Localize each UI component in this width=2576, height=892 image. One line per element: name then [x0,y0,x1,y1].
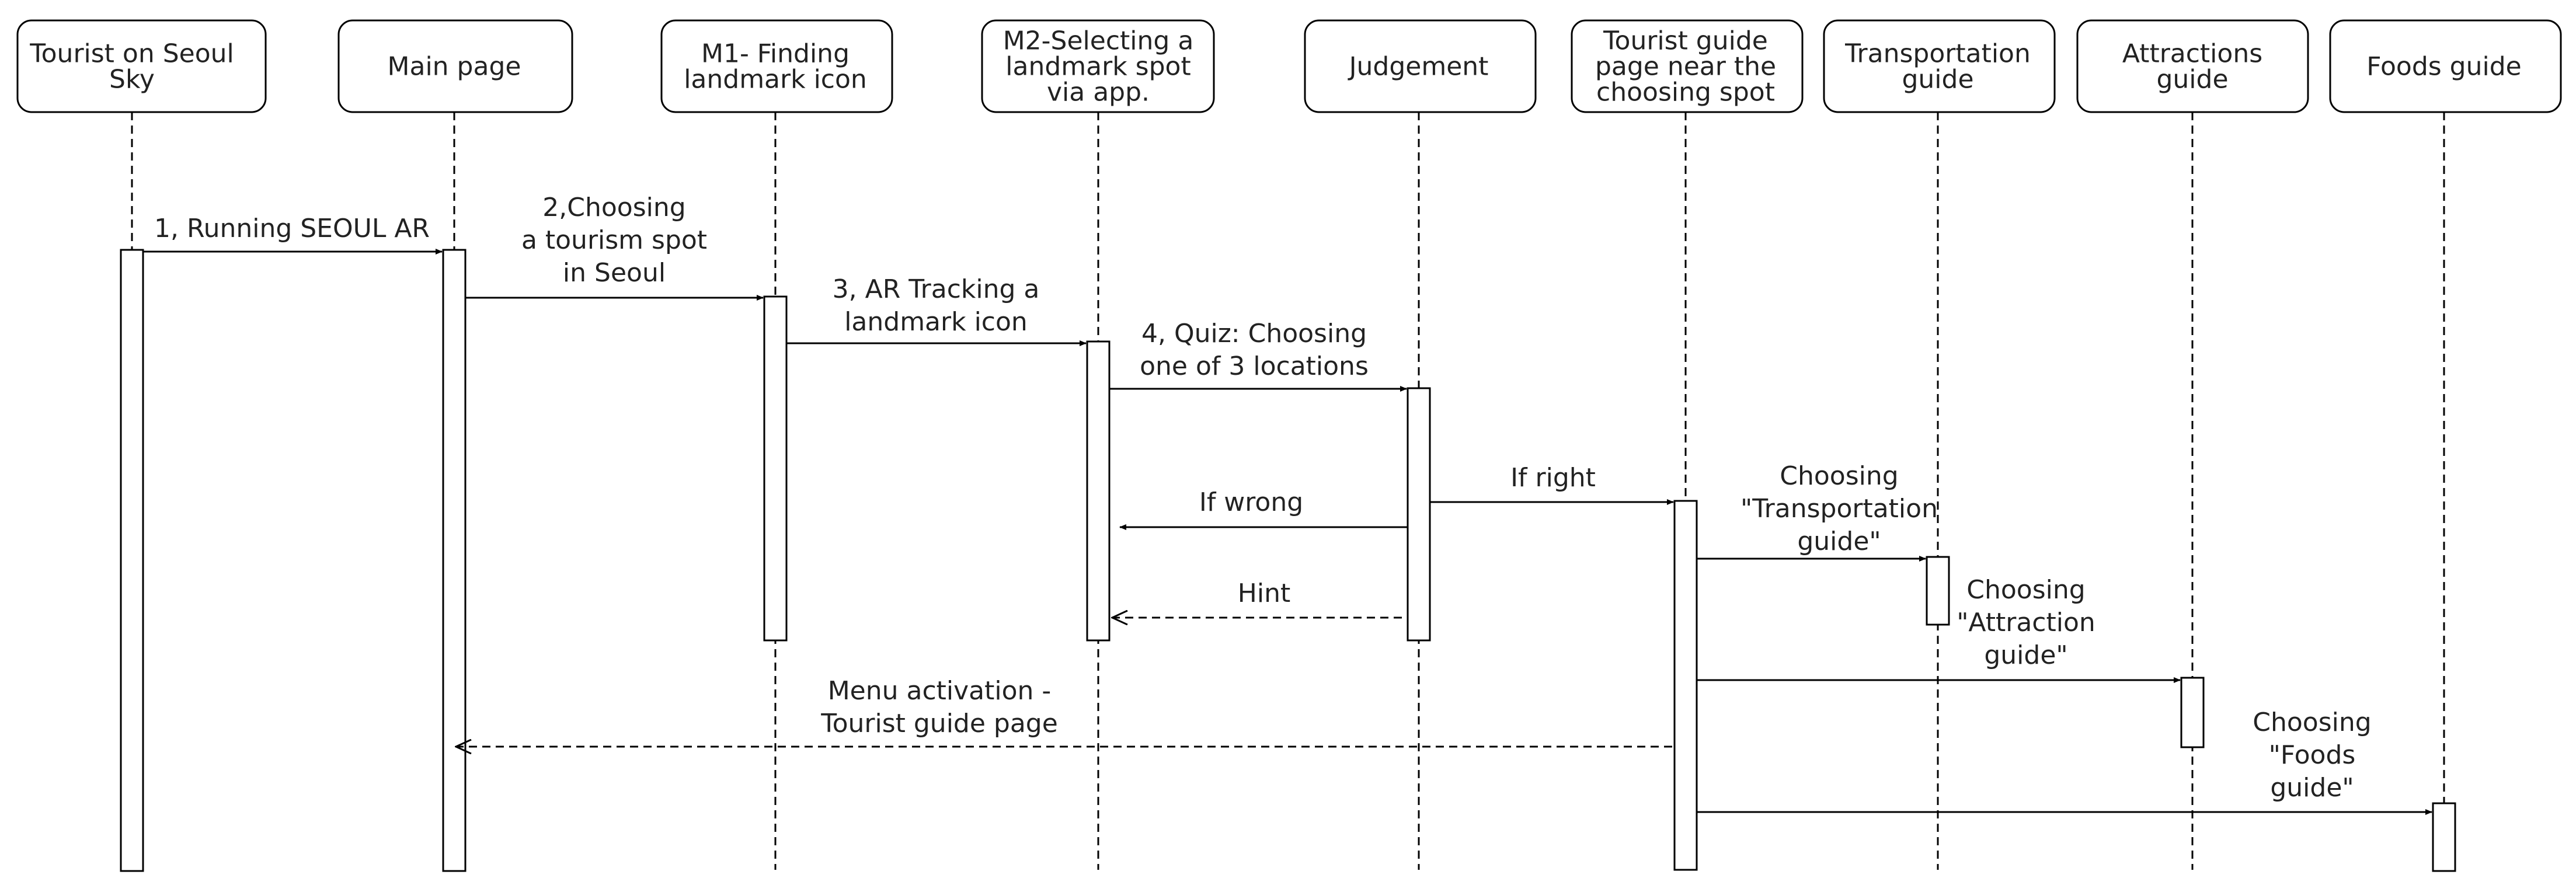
message-label-menu-activation-line: Menu activation - [828,676,1052,706]
participant-box-guidepage [1571,19,1804,113]
activation-tourist [120,249,144,872]
participant-label-transport-line: Transportation [1844,39,2031,69]
participant-box-judgement [1304,19,1537,113]
message-label-choosing-transportation-line: "Transportation [1740,494,1938,524]
message-if-wrong: If wrong [1119,487,1408,530]
participant-label-guidepage-line: choosing spot [1596,78,1775,107]
participant-judgement: Judgement [1304,19,1537,113]
message-label-menu-activation: Menu activation - Tourist guide page [820,676,1058,738]
message-label-choosing-foods-line: guide" [2270,773,2354,803]
participant-label-foods-line: Foods guide [2366,52,2521,82]
participant-label-m2-line: M2-Selecting a [1003,26,1194,56]
message-label-hint-line: Hint [1238,579,1290,608]
message-label-running-seoul-ar-line: 1, Running SEOUL AR [154,214,430,243]
activation-attractions [2180,677,2205,748]
participant-label-foods: Foods guide [2366,52,2521,82]
message-label-if-right: If right [1510,463,1596,493]
participant-foods: Foods guide [2329,19,2562,113]
activation-judgement [1407,387,1431,642]
message-hint: Hint [1112,579,1408,618]
message-label-ar-tracking-line: 3, AR Tracking a [833,274,1040,304]
message-label-choosing-transportation-line: guide" [1797,527,1881,556]
participant-label-tourist-line: Tourist on Seoul [29,39,234,69]
message-label-if-right-line: If right [1510,463,1596,493]
message-label-quiz-line: one of 3 locations [1140,351,1369,381]
participant-label-m1-line: landmark icon [684,65,867,95]
activation-foods [2432,802,2456,872]
participant-label-m2-line: landmark spot [1005,52,1190,82]
message-label-quiz-line: 4, Quiz: Choosing [1141,319,1367,349]
participant-main: Main page [337,19,573,113]
participant-label-main-line: Main page [388,52,521,82]
message-label-hint: Hint [1238,579,1290,608]
message-label-if-wrong-line: If wrong [1199,487,1303,517]
message-label-choosing-tourism-spot-line: in Seoul [563,258,666,288]
message-choosing-transportation: Choosing"Transportation guide" [1697,461,1938,562]
participant-label-main: Main page [388,52,521,82]
participant-box-m2 [981,19,1215,113]
message-label-choosing-tourism-spot-line: 2,Choosing [542,193,685,222]
message-if-right: If right [1430,463,1674,505]
activation-main [442,249,467,872]
activation-m2 [1086,340,1111,642]
message-menu-activation: Menu activation - Tourist guide page [455,676,1675,747]
message-label-ar-tracking-line: landmark icon [844,307,1028,337]
message-label-choosing-transportation-line: Choosing [1780,461,1898,491]
message-choosing-attraction: Choosing "Attraction guide" [1697,575,2181,683]
message-label-running-seoul-ar: 1, Running SEOUL AR [154,214,430,243]
participant-label-m2-line: via app. [1047,78,1150,107]
message-running-seoul-ar: 1, Running SEOUL AR [143,214,443,255]
message-label-choosing-attraction-line: guide" [1984,640,2067,670]
message-label-choosing-attraction-line: "Attraction [1957,608,2095,637]
activation-guidepage [1673,500,1698,871]
activation-transport [1926,556,1950,626]
participant-box-attractions [2076,19,2309,113]
participant-label-judgement-line: Judgement [1348,52,1489,82]
activation-m1 [763,295,788,642]
participant-box-tourist [16,19,267,113]
message-label-menu-activation-line: Tourist guide page [820,709,1058,738]
participant-box-m1 [660,19,893,113]
participant-box-foods [2329,19,2562,113]
message-label-choosing-transportation: Choosing"Transportation guide" [1740,461,1938,556]
message-label-choosing-foods-line: "Foods [2269,740,2356,770]
participant-box-transport [1823,19,2056,113]
participant-label-attractions-line: Attractions [2122,39,2262,69]
message-label-if-wrong: If wrong [1199,487,1303,517]
message-label-choosing-attraction-line: Choosing [1966,575,2085,605]
message-label-choosing-tourism-spot-line: a tourism spot [521,225,707,255]
message-label-choosing-attraction: Choosing "Attraction guide" [1957,575,2095,670]
participant-label-attractions-line: guide [2156,65,2228,95]
participant-label-tourist-line: Sky [109,65,155,95]
participant-label-guidepage-line: Tourist guide [1603,26,1768,56]
participant-box-main [337,19,573,113]
message-label-choosing-foods-line: Choosing [2253,708,2371,737]
participant-label-transport-line: guide [1902,65,1973,95]
participant-label-guidepage-line: page near the [1595,52,1776,82]
participant-label-m1-line: M1- Finding [701,39,850,69]
participant-label-judgement: Judgement [1348,52,1489,82]
